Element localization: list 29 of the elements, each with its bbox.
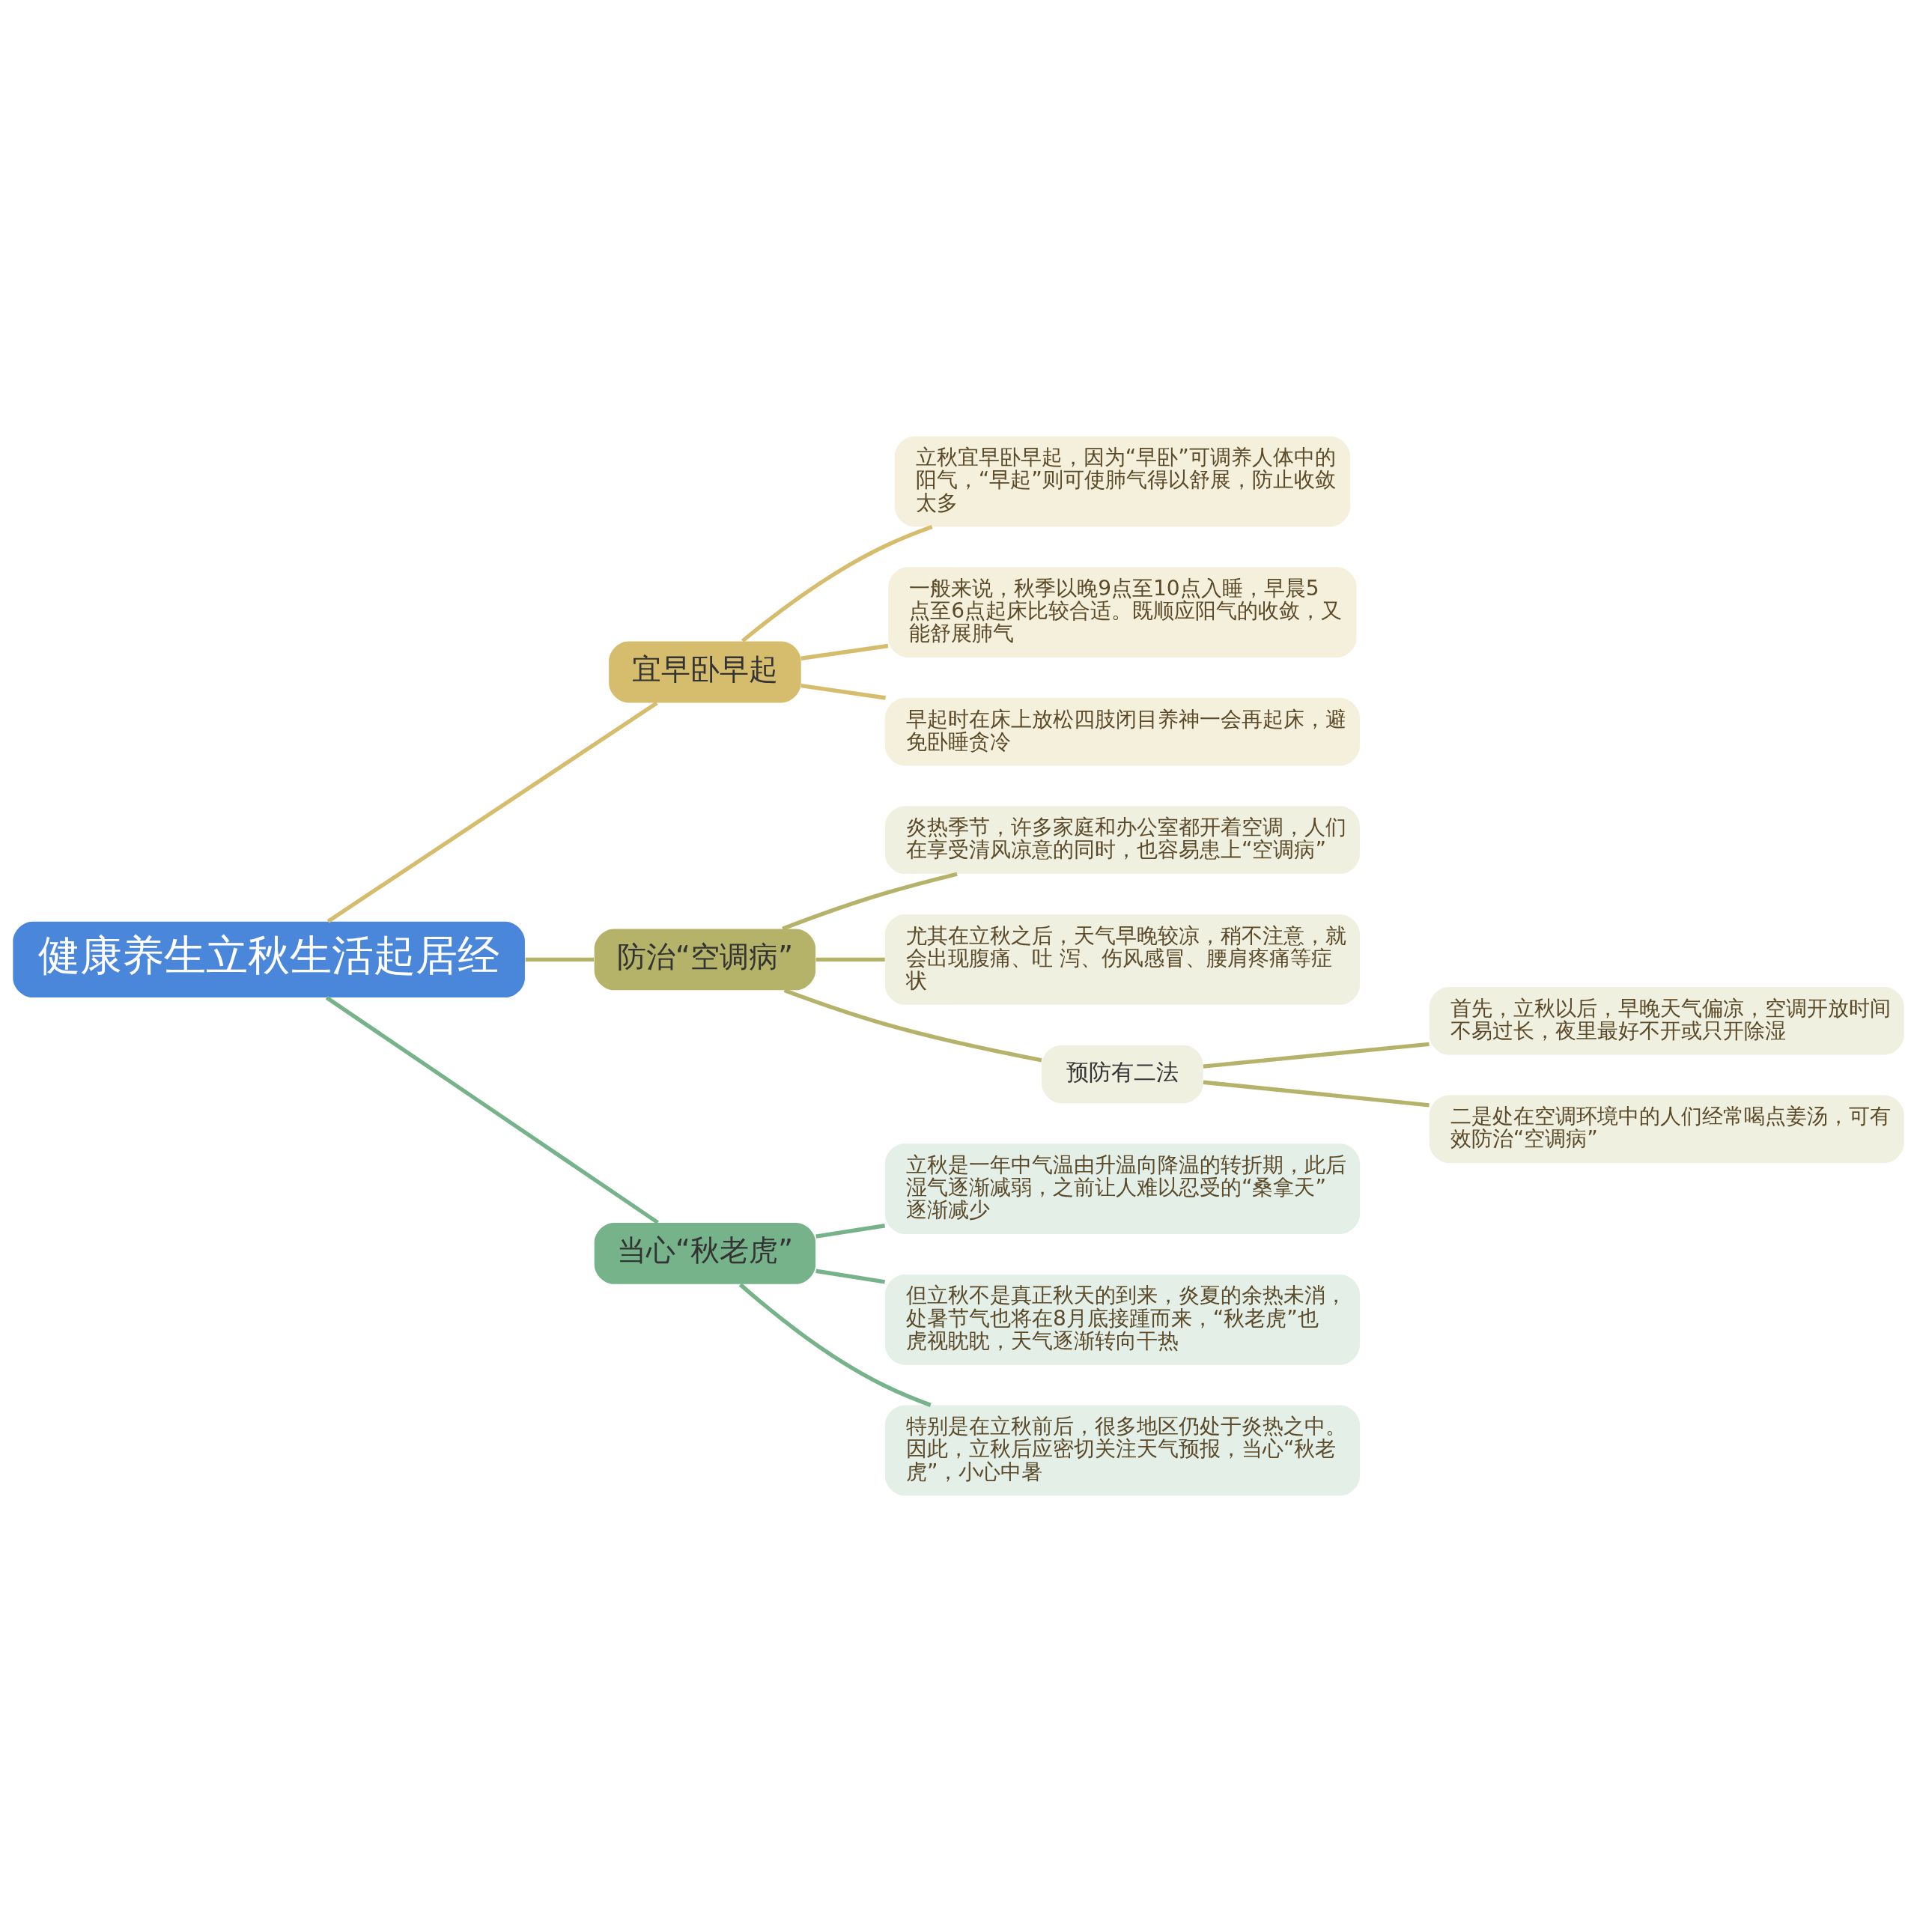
node-box: 首先，立秋以后，早晚天气偏凉，空调开放时间不易过长，夜里最好不开或只开除湿: [1429, 987, 1904, 1055]
node-box: 健康养生立秋生活起居经: [13, 921, 525, 998]
node-box: 宜早卧早起: [609, 641, 801, 703]
connector: [815, 1224, 886, 1239]
node-box: 特别是在立秋前后，很多地区仍处于炎热之中。因此，立秋后应密切关注天气预报，当心“秋老虎”，小心中暑: [884, 1405, 1360, 1496]
node-box: 炎热季节，许多家庭和办公室都开着空调，人们在享受清风凉意的同时，也容易患上“空调病”: [884, 806, 1360, 875]
connector: [1203, 1042, 1430, 1069]
node-box: 二是处在空调环境中的人们经常喝点姜汤，可有效防治“空调病”: [1429, 1095, 1904, 1164]
connector: [815, 1269, 886, 1284]
connector: [1203, 1080, 1430, 1108]
connector: [738, 1283, 932, 1407]
connector: [525, 957, 595, 962]
connector: [800, 684, 886, 700]
connector: [782, 872, 958, 931]
node-box: 防治“空调病”: [594, 929, 816, 991]
node-box: 当心“秋老虎”: [594, 1222, 816, 1284]
node-box: 一般来说，秋季以晚9点至10点入睡，早晨5点至6点起床比较合适。既顺应阳气的收敛，又能舒展肺气: [888, 567, 1357, 658]
node-box: 尤其在立秋之后，天气早晚较凉，稍不注意，就会出现腹痛、吐 泻、伤风感冒、腰肩疼痛等症状: [884, 914, 1360, 1005]
connector: [741, 525, 933, 643]
node-box: 预防有二法: [1042, 1045, 1203, 1104]
node-box: 早起时在床上放松四肢闭目养神一会再起床，避免卧睡贪冷: [884, 698, 1360, 766]
connector: [325, 996, 659, 1224]
connector: [783, 988, 1042, 1063]
connector: [326, 701, 658, 923]
node-box: 立秋宜早卧早起，因为“早卧”可调养人体中的阳气，“早起”则可使肺气得以舒展，防止收敛太多: [894, 436, 1350, 527]
node-box: 立秋是一年中气温由升温向降温的转折期，此后湿气逐渐减弱，之前让人难以忍受的“桑拿天”逐渐减少: [884, 1143, 1360, 1234]
connector: [800, 643, 889, 660]
node-box: 但立秋不是真正秋天的到来，炎夏的余热未消，处暑节气也将在8月底接踵而来，“秋老虎”也虎视眈眈，天气逐渐转向干热: [884, 1274, 1360, 1365]
connector: [815, 957, 885, 962]
